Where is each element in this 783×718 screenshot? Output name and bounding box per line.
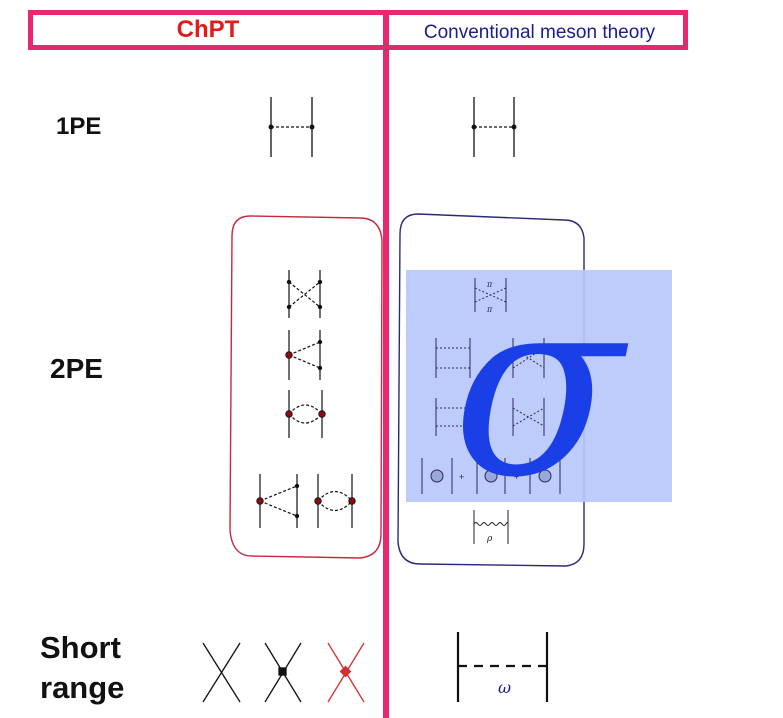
conv-omega-label: ω [498, 678, 511, 697]
column-divider [383, 10, 389, 718]
sigma-overlay [406, 270, 672, 502]
row-label-short-range: Short range [40, 628, 124, 708]
conv-rho-label: ρ [486, 534, 493, 544]
chpt-subleading-triangle-diagram [256, 474, 300, 528]
conv-box-row1 [435, 338, 545, 378]
conv-pi-label-2: π [486, 305, 493, 314]
sigma-glyph: σ [452, 241, 623, 532]
conv-plus-2: + [514, 472, 519, 482]
conv-crossed-box-diagram [474, 278, 507, 312]
chpt-triangle-diagram [285, 330, 323, 380]
conv-delta-row [421, 458, 561, 494]
chpt-football-diagram [285, 390, 326, 438]
header-frame [28, 10, 688, 50]
conv-rho-exchange-diagram [473, 510, 509, 544]
chpt-1pe-diagram [268, 97, 315, 157]
conventional-2pe-box [397, 213, 585, 567]
chpt-column-title: ChPT [176, 16, 240, 43]
chpt-contact-nlo [264, 642, 302, 703]
conv-omega-exchange-diagram [456, 632, 549, 702]
conventional-column-title: Conventional meson theory [423, 22, 656, 43]
chpt-contact-lo [202, 642, 241, 703]
conv-plus-1: + [459, 472, 464, 482]
row-label-1pe: 1PE [56, 113, 102, 140]
chpt-subleading-football-diagram [314, 474, 356, 528]
conv-pi-label-1: π [486, 280, 493, 289]
row-label-2pe: 2PE [50, 353, 103, 384]
chpt-2pe-box [229, 215, 383, 559]
conv-box-row2 [435, 398, 545, 436]
conventional-1pe-diagram [471, 97, 517, 157]
row-label-range: range [40, 670, 125, 705]
chpt-crossed-box-diagram [286, 270, 323, 318]
chpt-contact-n3lo [327, 642, 365, 703]
row-label-short: Short [40, 630, 121, 665]
